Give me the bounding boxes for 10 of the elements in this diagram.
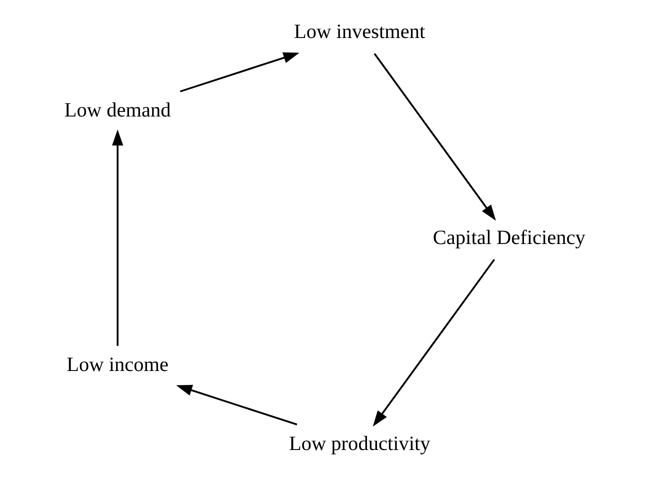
arrow (176, 384, 297, 426)
node-text: Capital Deficiency (432, 226, 585, 249)
node-text: Low income (66, 354, 168, 376)
node-text: Low demand (64, 100, 170, 122)
node-text: Low productivity (288, 432, 430, 455)
arrow (112, 130, 123, 346)
arrow (372, 258, 495, 427)
node-text: Low investment (294, 21, 425, 44)
arrow (179, 52, 299, 92)
arrow (373, 53, 496, 221)
